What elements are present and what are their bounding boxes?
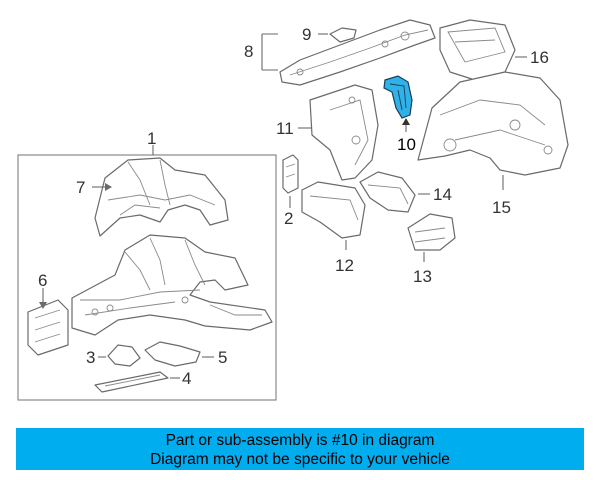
parts-diagram: 1 7 6 3 5 4 2	[17, 19, 569, 401]
callout-4: 4	[182, 369, 191, 388]
callout-7: 7	[76, 178, 85, 197]
banner-line-1: Part or sub-assembly is #10 in diagram	[165, 432, 435, 449]
callout-15: 15	[492, 198, 511, 217]
part-9	[329, 27, 357, 43]
part-1-assembly	[71, 234, 273, 336]
callout-8: 8	[244, 42, 253, 61]
part-11	[309, 84, 379, 181]
part-13	[407, 213, 456, 251]
part-10-highlighted	[383, 75, 413, 119]
assembly-box	[17, 154, 277, 401]
part-14	[359, 171, 416, 213]
leader-8	[261, 33, 278, 71]
callout-16: 16	[530, 48, 549, 67]
callout-2: 2	[284, 209, 293, 228]
callout-5: 5	[218, 348, 227, 367]
callout-9: 9	[302, 25, 311, 44]
part-7	[94, 157, 229, 237]
arrow-7	[105, 183, 112, 191]
callout-13: 13	[413, 267, 432, 286]
callout-6: 6	[38, 271, 47, 290]
callout-1: 1	[147, 129, 156, 148]
part-4	[94, 371, 169, 393]
info-banner: Part or sub-assembly is #10 in diagram D…	[16, 428, 584, 470]
callout-12: 12	[335, 256, 354, 275]
part-6	[27, 299, 69, 356]
arrow-10	[402, 118, 410, 125]
callout-11: 11	[276, 119, 294, 138]
part-15	[417, 71, 569, 176]
callout-14: 14	[433, 185, 452, 204]
callout-3: 3	[86, 348, 95, 367]
part-3	[107, 344, 141, 367]
banner-line-2: Diagram may not be specific to your vehi…	[150, 451, 450, 468]
part-12	[301, 181, 366, 239]
part-2	[282, 154, 299, 194]
part-5	[144, 341, 201, 367]
part-16	[439, 19, 516, 81]
callout-10: 10	[397, 135, 416, 154]
part-8	[279, 19, 436, 86]
arrow-6	[39, 302, 47, 309]
